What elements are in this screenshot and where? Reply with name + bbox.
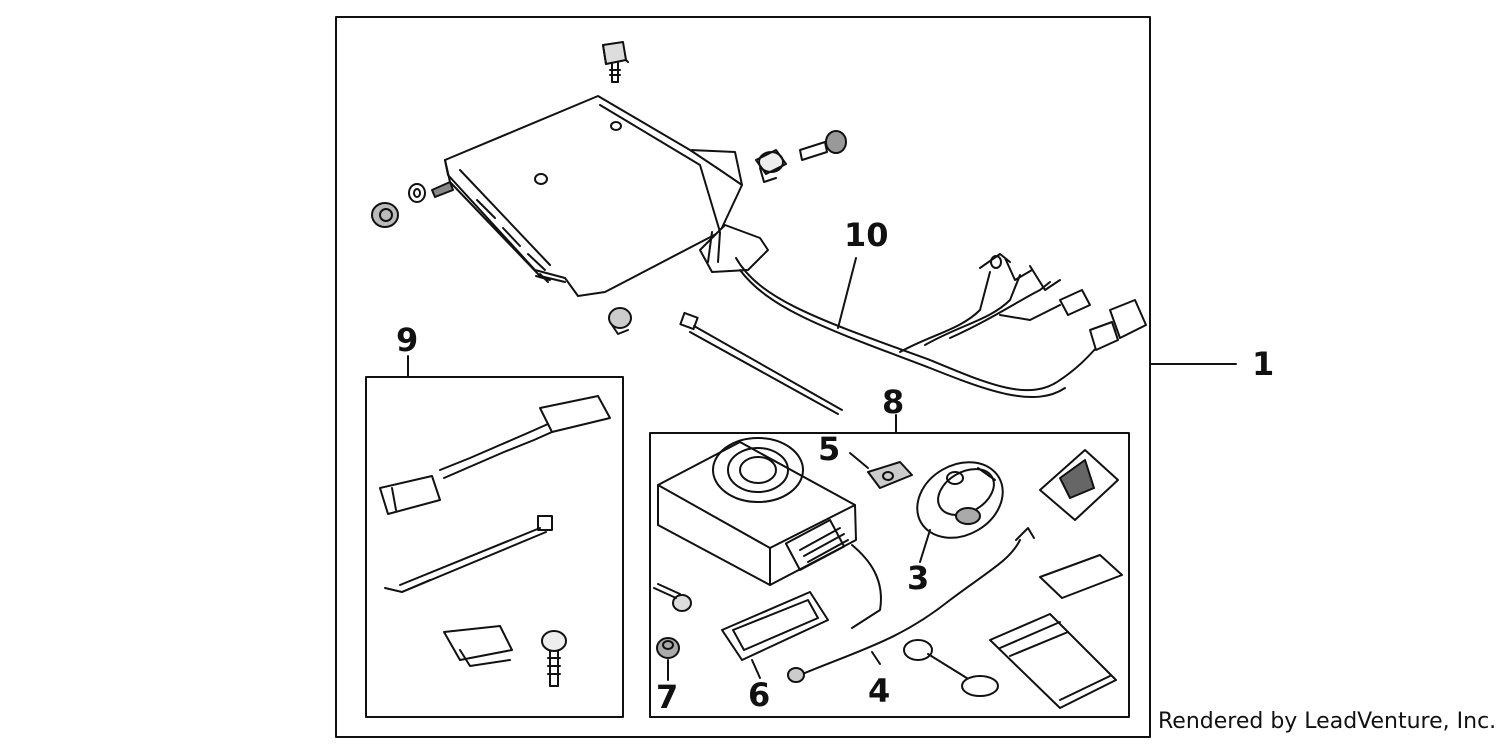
sub-harness — [379, 395, 611, 515]
cable-tie-sub — [384, 515, 553, 593]
tapping-screw — [653, 583, 692, 612]
callout-3: 3 — [907, 559, 929, 597]
key-tag — [903, 639, 999, 697]
subkit-frame-9 — [365, 376, 624, 718]
washer — [408, 183, 426, 203]
tapping-screw-sub — [541, 630, 567, 687]
subkit-frame-8 — [649, 432, 1130, 718]
stud-bolt — [431, 181, 454, 198]
leader-line-6 — [751, 659, 761, 679]
callout-6: 6 — [748, 676, 770, 714]
callout-1: 1 — [1252, 345, 1274, 383]
sensor-wire — [787, 527, 1035, 683]
callout-8: 8 — [882, 383, 904, 421]
grommet-7 — [656, 637, 680, 659]
leader-line-10 — [837, 257, 857, 329]
rubber-grommet — [755, 149, 787, 183]
flange-nut — [371, 202, 399, 228]
remote-transmitter — [916, 461, 1004, 539]
brand-card — [1039, 449, 1119, 521]
mounting-bracket — [444, 95, 743, 297]
bracket-clip — [443, 625, 513, 667]
callout-4: 4 — [868, 672, 890, 710]
kit-frame — [335, 16, 1151, 738]
owners-manual — [989, 613, 1117, 709]
leader-line-3 — [919, 529, 931, 563]
clip-nut — [608, 307, 632, 335]
decal-sheet — [1039, 554, 1123, 599]
alarm-unit — [657, 437, 882, 629]
callout-9: 9 — [396, 321, 418, 359]
cable-tie — [679, 311, 843, 415]
callout-10: 10 — [844, 216, 889, 254]
mounting-bracket-5 — [867, 461, 913, 489]
callout-7: 7 — [656, 678, 678, 716]
flange-bolt — [799, 130, 847, 161]
gasket — [721, 591, 829, 661]
main-wire-harness — [699, 224, 1147, 399]
callout-5: 5 — [818, 430, 840, 468]
leader-line-4 — [871, 651, 881, 665]
top-screw — [602, 41, 629, 83]
leader-line-5 — [849, 452, 869, 469]
credit-text: Rendered by LeadVenture, Inc. — [1158, 709, 1497, 734]
